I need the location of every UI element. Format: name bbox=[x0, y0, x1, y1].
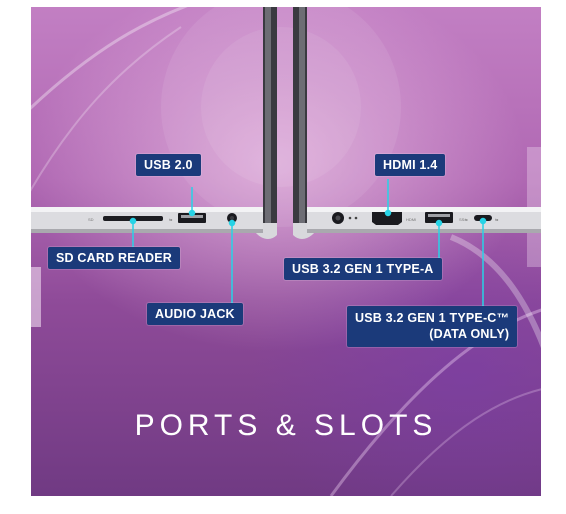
hdmi-label: HDMI 1.4 bbox=[375, 154, 446, 176]
ports-and-slots-title: PORTS & SLOTS bbox=[134, 409, 438, 442]
usb-3-2-type-a-label: USB 3.2 GEN 1 TYPE-A bbox=[284, 258, 442, 280]
product-banner: SD ⇆ HDMI SS bbox=[31, 7, 541, 496]
left-laptop: SD ⇆ bbox=[31, 7, 277, 239]
laptop-illustration: SD ⇆ HDMI SS bbox=[31, 7, 541, 496]
sd-card-reader-label: SD CARD READER bbox=[48, 247, 181, 269]
usb-2-label: USB 2.0 bbox=[136, 154, 201, 176]
audio-jack-label: AUDIO JACK bbox=[147, 303, 243, 325]
right-laptop: HDMI SS⇆ ⇆ bbox=[293, 7, 541, 239]
usb-3-2-type-c-line1: USB 3.2 GEN 1 TYPE-C™ bbox=[355, 311, 510, 325]
connector-lines bbox=[129, 179, 487, 307]
svg-text:⇆: ⇆ bbox=[495, 217, 499, 222]
usb-3-2-type-c-label: USB 3.2 GEN 1 TYPE-C™ (DATA ONLY) bbox=[347, 306, 518, 347]
svg-text:HDMI: HDMI bbox=[406, 217, 416, 222]
usb-3-2-type-c-line2: (DATA ONLY) bbox=[429, 327, 510, 341]
svg-text:SS⇆: SS⇆ bbox=[459, 217, 468, 222]
svg-text:SD: SD bbox=[88, 217, 94, 222]
svg-text:⇆: ⇆ bbox=[169, 217, 173, 222]
